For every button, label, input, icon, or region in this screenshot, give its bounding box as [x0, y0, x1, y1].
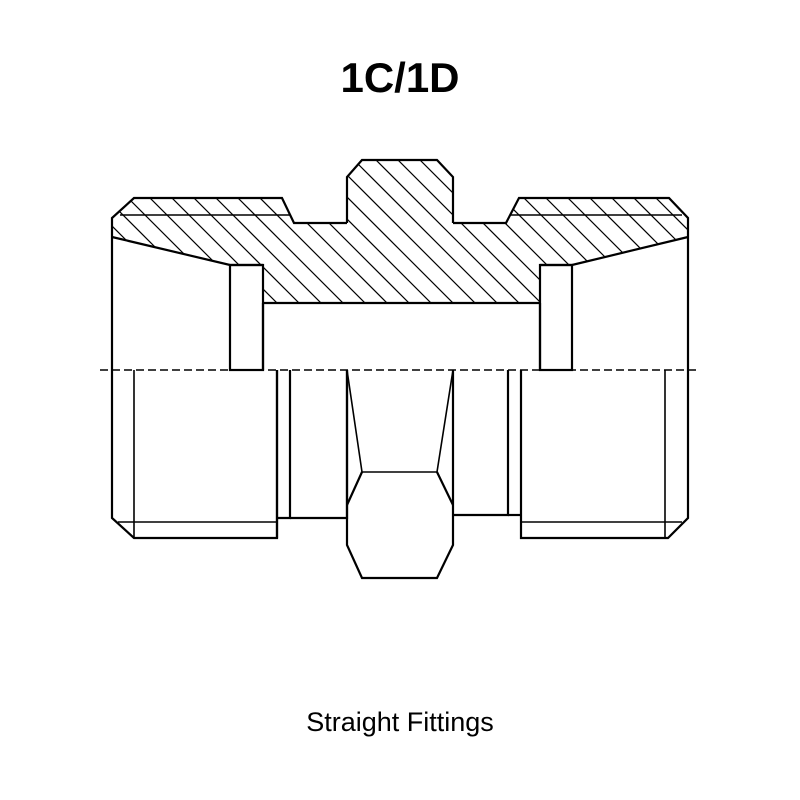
- left-undercut: [275, 370, 292, 538]
- left-bore-step: [228, 263, 265, 372]
- hatch-line: [387, 160, 589, 303]
- hatch-line: [112, 160, 127, 303]
- hatch-line: [497, 160, 688, 303]
- hatch-line: [784, 150, 800, 350]
- hatch-line: [211, 160, 413, 303]
- hatch-line: [673, 160, 688, 303]
- hatch-line: [651, 160, 688, 303]
- hatch-line: [299, 160, 501, 303]
- left-thread-external: [110, 370, 279, 540]
- hatch-line: [112, 160, 215, 303]
- diagram-title: 1C/1D: [340, 54, 460, 101]
- right-neck: [453, 370, 510, 517]
- left-thread-section: [110, 196, 347, 370]
- hatch-line: [563, 160, 688, 303]
- left-cone: [111, 235, 263, 267]
- hatch-line: [112, 160, 281, 303]
- hatch-line: [409, 160, 611, 303]
- hex-section: [345, 158, 455, 223]
- hatch-line: [112, 160, 149, 303]
- hatch-line: [112, 160, 259, 303]
- hatch-line: [112, 160, 171, 303]
- hatch-line: [762, 150, 800, 350]
- hatch-line: [277, 160, 479, 303]
- hatch-line: [112, 160, 237, 303]
- diagram-caption: Straight Fittings: [306, 707, 494, 737]
- hatch-line: [321, 160, 523, 303]
- hex-flat: [345, 471, 454, 506]
- hatch-line: [145, 160, 347, 303]
- hatch-line: [740, 150, 800, 350]
- hatch-line: [431, 160, 633, 303]
- left-neck: [290, 370, 349, 520]
- hatch-line: [475, 160, 677, 303]
- hatch-line: [255, 160, 457, 303]
- hatch-line: [343, 160, 545, 303]
- right-thread-external: [519, 370, 690, 540]
- right-bore-step: [538, 263, 574, 372]
- hatch-line: [189, 160, 391, 303]
- section-hatching: [0, 150, 800, 350]
- hatch-line: [519, 160, 688, 303]
- hatch-line: [167, 160, 369, 303]
- hatch-line: [112, 160, 303, 303]
- hatch-line: [696, 150, 800, 350]
- hatch-line: [365, 160, 567, 303]
- hatch-line: [123, 160, 325, 303]
- right-cone: [540, 235, 689, 267]
- hex-chamfer-upper: [346, 369, 454, 473]
- upper-section-outline: [110, 158, 690, 372]
- hatch-line: [585, 160, 688, 303]
- bore-lower-edge: [261, 303, 542, 370]
- hatch-line: [0, 150, 82, 350]
- lower-external-view: [110, 369, 690, 580]
- hatch-line: [629, 160, 688, 303]
- hatch-line: [0, 150, 60, 350]
- hatch-line: [453, 160, 655, 303]
- right-thread-section: [453, 196, 690, 370]
- hatch-line: [718, 150, 800, 350]
- hatch-line: [0, 150, 104, 350]
